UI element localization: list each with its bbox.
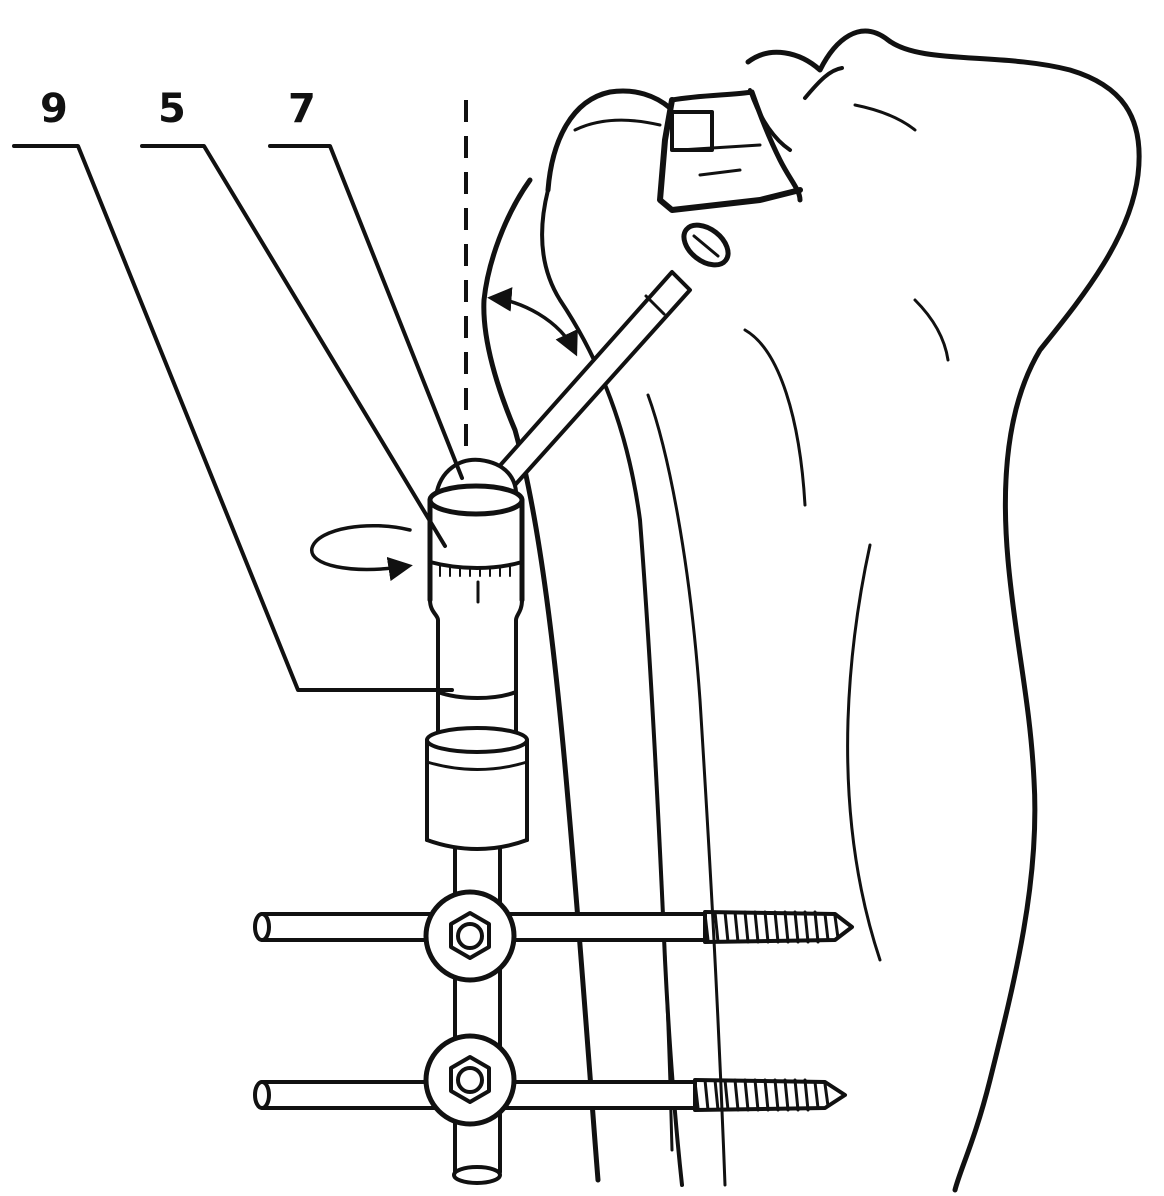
leader-line-5 bbox=[140, 144, 447, 548]
upper-bone-pin bbox=[253, 910, 854, 944]
bone-cap-outline bbox=[745, 28, 1142, 1193]
scale-ticks bbox=[439, 564, 511, 577]
bone-head-outline bbox=[545, 88, 673, 193]
double-headed-arc-arrow-icon bbox=[487, 287, 578, 357]
lower-pin-thread bbox=[693, 1078, 830, 1112]
callout-leaders bbox=[12, 144, 464, 692]
callout-label-7: 7 bbox=[288, 86, 316, 132]
bone-crease-4 bbox=[913, 298, 950, 362]
callout-label-5: 5 bbox=[158, 86, 186, 132]
upper-clamp bbox=[423, 889, 517, 983]
scale-ring bbox=[428, 560, 524, 570]
adjustment-assembly bbox=[425, 457, 529, 851]
bone-ridge-contour bbox=[646, 393, 727, 1187]
lower-clamp bbox=[423, 1033, 517, 1127]
bone-crease-5 bbox=[853, 103, 917, 132]
leader-line-9 bbox=[12, 144, 454, 692]
upper-pin-thread bbox=[703, 910, 840, 944]
leader-line-7 bbox=[268, 144, 464, 480]
bone-cap-dip bbox=[803, 66, 844, 100]
bone-crease-1 bbox=[573, 118, 662, 132]
circular-arrow-icon bbox=[310, 523, 413, 582]
bone-crease-3 bbox=[846, 543, 882, 962]
bone-drawing bbox=[481, 28, 1142, 1193]
fracture-notch bbox=[657, 88, 803, 213]
lower-bone-pin bbox=[253, 1078, 847, 1112]
bone-outer-left-contour bbox=[481, 177, 601, 1183]
callout-label-9: 9 bbox=[40, 86, 68, 132]
bone-crease-2 bbox=[743, 328, 807, 507]
guide-pin bbox=[494, 222, 731, 487]
